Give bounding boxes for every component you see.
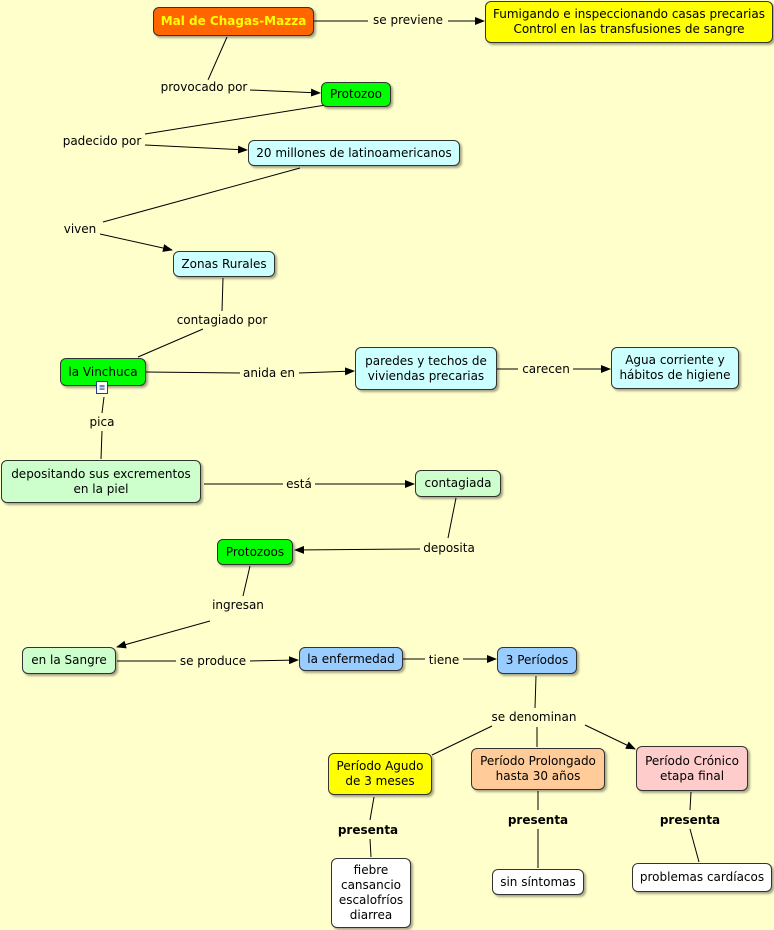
link-se-previene[interactable]: se previene (371, 12, 445, 28)
concept-3-periodos[interactable]: 3 Períodos (497, 647, 577, 674)
concept-zonas-rurales[interactable]: Zonas Rurales (173, 251, 275, 277)
link-anida-en[interactable]: anida en (240, 365, 298, 381)
link-viven[interactable]: viven (61, 221, 99, 237)
link-ingresan[interactable]: ingresan (210, 597, 266, 613)
concept-periodo-prolongado[interactable]: Período Prolongado hasta 30 años (471, 748, 605, 790)
concept-problemas-cardiacos[interactable]: problemas cardíacos (632, 863, 772, 892)
concept-periodo-agudo[interactable]: Período Agudo de 3 meses (328, 753, 432, 795)
link-contagiado-por[interactable]: contagiado por (174, 312, 270, 328)
link-presenta-cronico[interactable]: presenta (657, 812, 723, 828)
concept-latinoamericanos[interactable]: 20 millones de latinoamericanos (248, 140, 460, 166)
concept-la-enfermedad[interactable]: la enfermedad (299, 647, 403, 671)
concept-contagiada[interactable]: contagiada (415, 470, 501, 497)
link-se-denominan[interactable]: se denominan (489, 709, 579, 725)
link-tiene[interactable]: tiene (426, 652, 462, 668)
concept-sintomas-agudos[interactable]: fiebre cansancio escalofríos diarrea (331, 858, 411, 928)
link-esta[interactable]: está (284, 476, 314, 492)
concept-en-la-sangre[interactable]: en la Sangre (22, 647, 116, 674)
concept-protozoo[interactable]: Protozoo (321, 82, 391, 107)
concept-protozoos[interactable]: Protozoos (217, 539, 293, 565)
concept-mal-de-chagas[interactable]: Mal de Chagas-Mazza (153, 7, 314, 36)
concept-paredes-techos[interactable]: paredes y techos de viviendas precarias (355, 347, 497, 390)
link-carecen[interactable]: carecen (520, 361, 572, 377)
link-se-produce[interactable]: se produce (177, 653, 249, 669)
document-icon[interactable]: ≣ (96, 381, 108, 394)
concept-prevencion[interactable]: Fumigando e inspeccionando casas precari… (485, 1, 773, 43)
link-presenta-agudo[interactable]: presenta (335, 822, 401, 838)
concept-agua-higiene[interactable]: Agua corriente y hábitos de higiene (611, 347, 739, 389)
link-provocado-por[interactable]: provocado por (158, 79, 250, 95)
link-padecido-por[interactable]: padecido por (60, 133, 144, 149)
concept-depositando-excrementos[interactable]: depositando sus excrementos en la piel (1, 460, 201, 503)
link-presenta-prolongado[interactable]: presenta (505, 812, 571, 828)
link-pica[interactable]: pica (87, 414, 117, 430)
concept-periodo-cronico[interactable]: Período Crónico etapa final (636, 746, 748, 791)
link-deposita[interactable]: deposita (421, 540, 477, 556)
concept-sin-sintomas[interactable]: sin síntomas (492, 869, 584, 895)
